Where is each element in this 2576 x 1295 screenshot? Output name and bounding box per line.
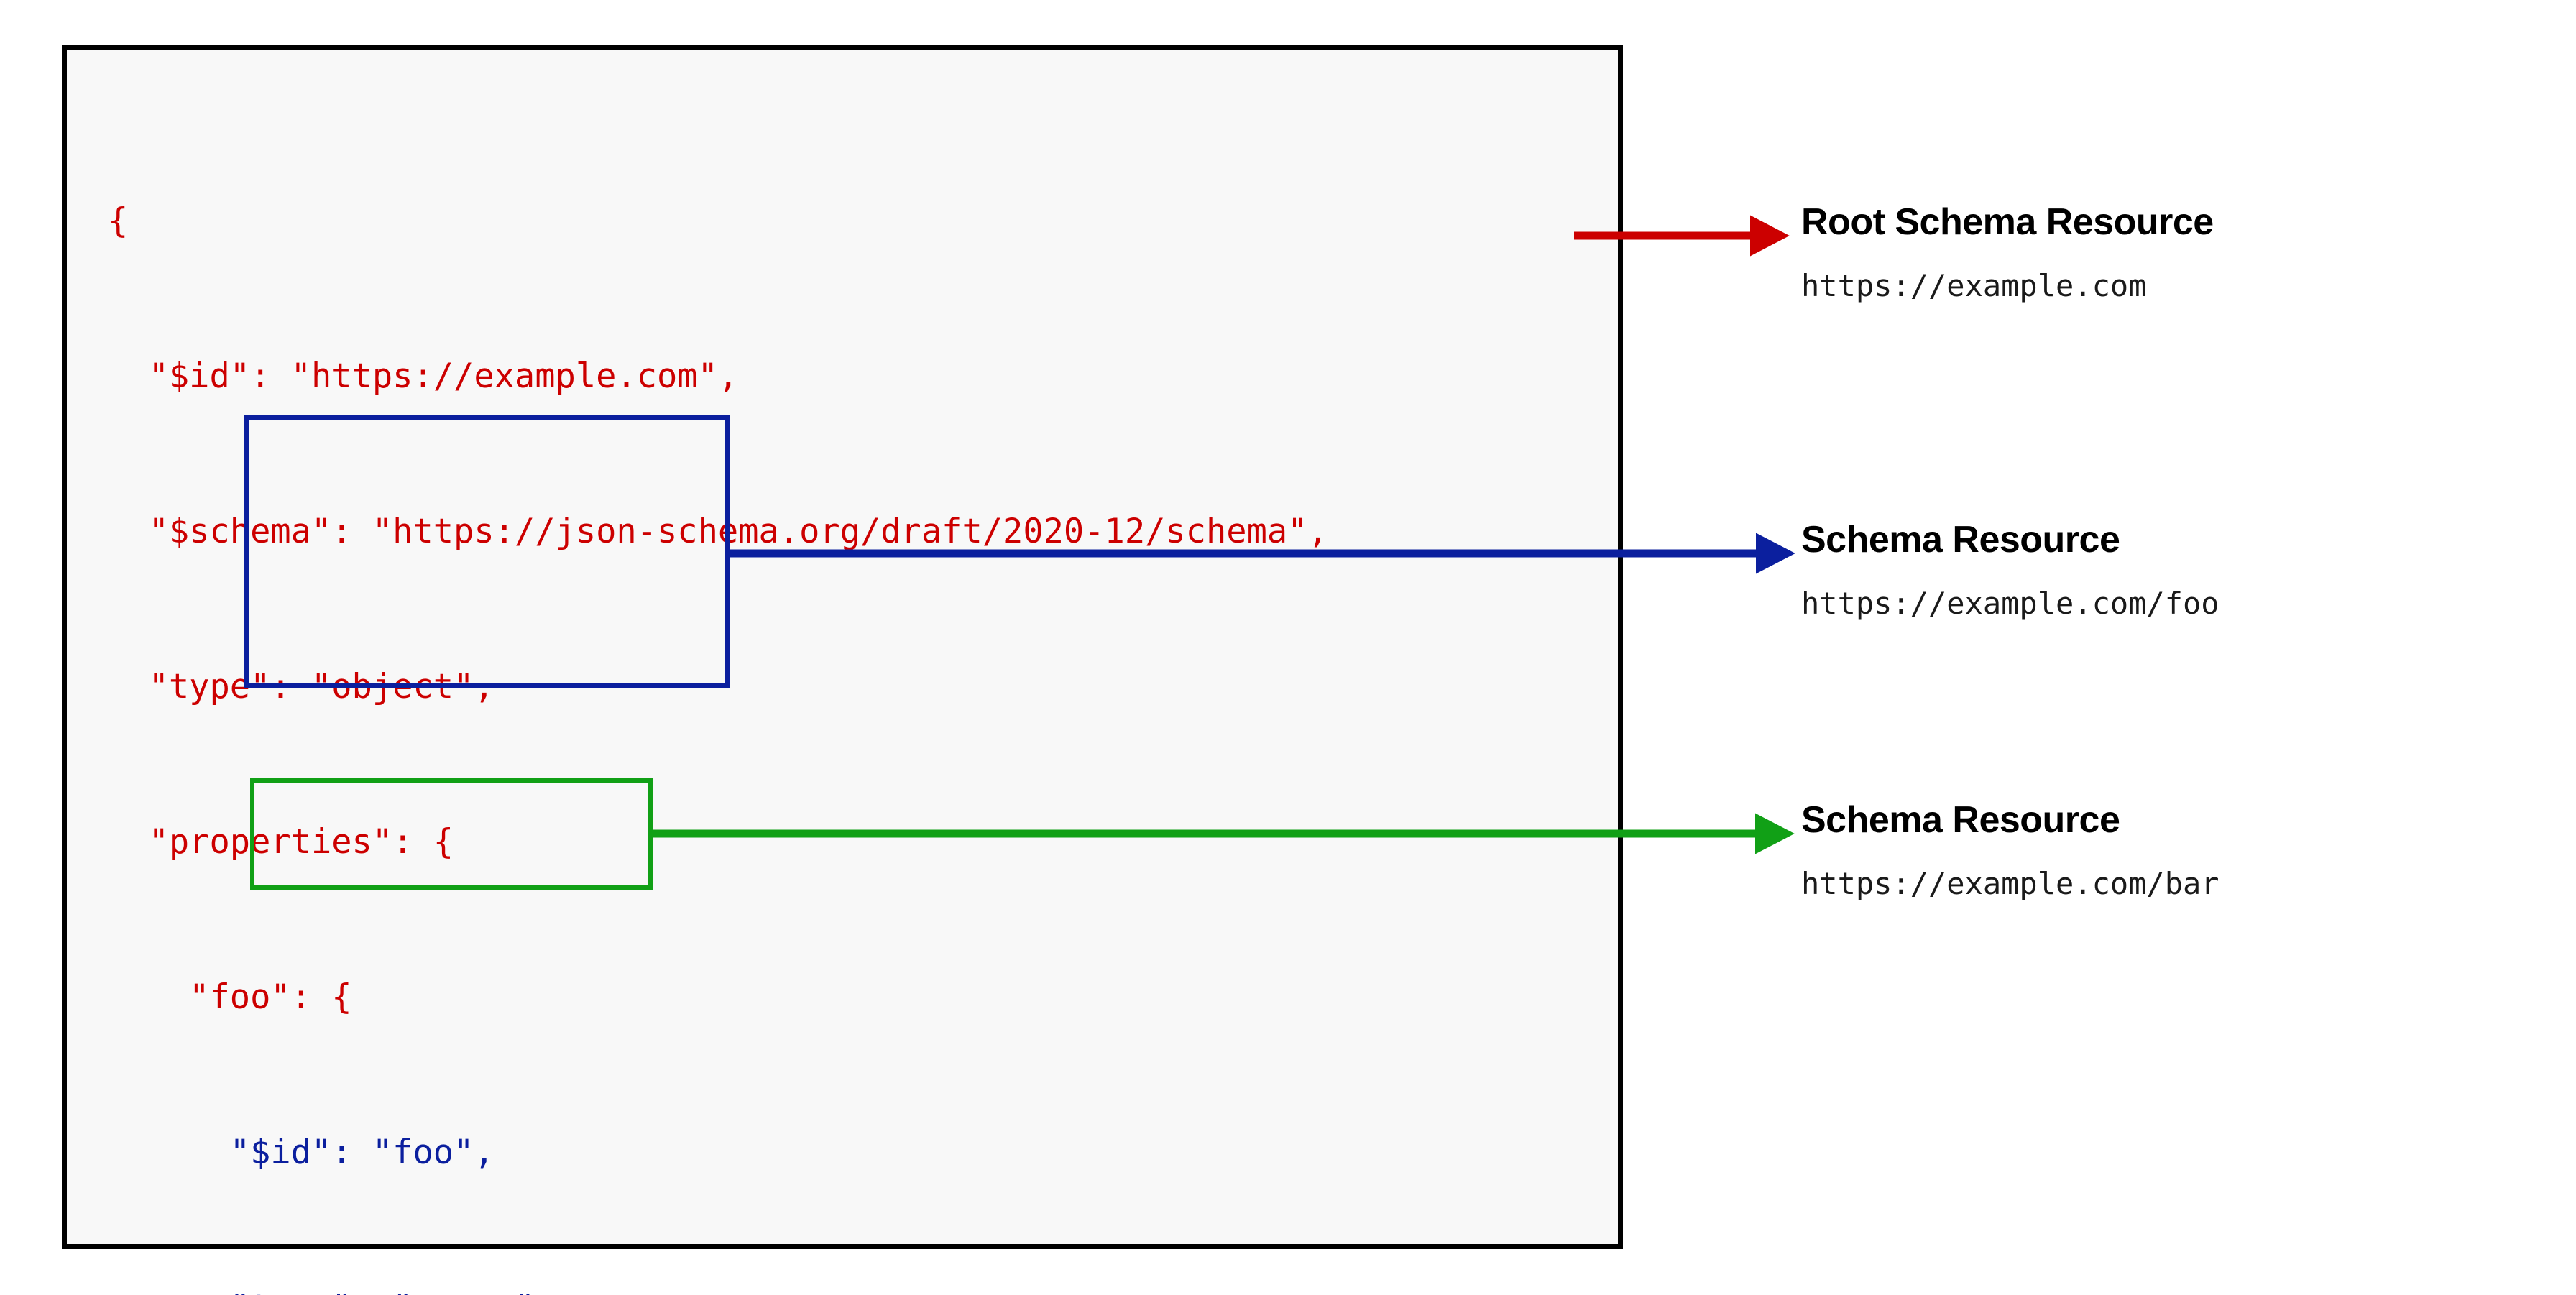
- label-title: Root Schema Resource: [1801, 201, 2214, 243]
- code-line: "type": "object",: [108, 667, 494, 706]
- label-uri: https://example.com/foo: [1801, 585, 2220, 621]
- code-frame: [62, 45, 1623, 1249]
- label-uri: https://example.com: [1801, 267, 2147, 303]
- code-line: "properties": {: [108, 822, 454, 862]
- code-line: "$id": "foo",: [108, 1133, 494, 1172]
- label-title: Schema Resource: [1801, 799, 2120, 841]
- code-line: {: [108, 201, 129, 241]
- code-line: "type": "array",: [108, 1282, 1328, 1295]
- label-uri: https://example.com/bar: [1801, 865, 2220, 901]
- foo-schema-resource-label: Schema Resource https://example.com/foo: [1801, 519, 2220, 621]
- root-schema-resource-label: Root Schema Resource https://example.com: [1801, 201, 2214, 303]
- json-schema-code-block: { "$id": "https://example.com", "$schema…: [108, 92, 1328, 1295]
- code-line: "foo": {: [108, 977, 352, 1017]
- bar-schema-resource-label: Schema Resource https://example.com/bar: [1801, 799, 2220, 901]
- code-line: "$schema": "https://json-schema.org/draf…: [108, 512, 1328, 551]
- code-line: "$id": "https://example.com",: [108, 356, 739, 396]
- label-title: Schema Resource: [1801, 519, 2120, 561]
